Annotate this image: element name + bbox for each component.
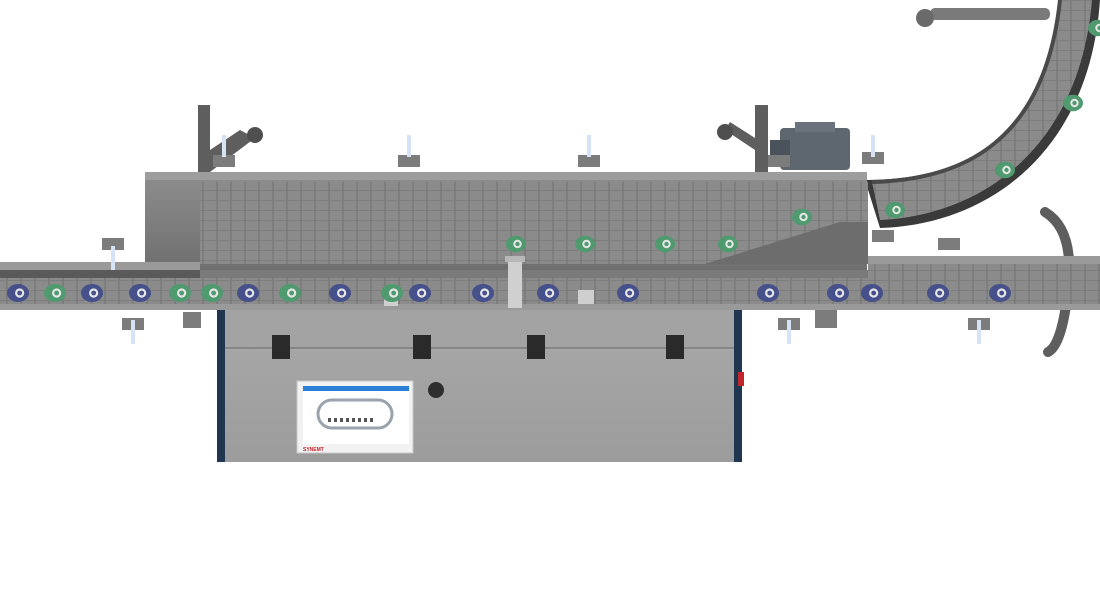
green-bottle — [506, 235, 526, 253]
red-indicator — [738, 372, 744, 386]
upper-conveyor-frame — [145, 172, 868, 272]
hmi-brand-label: SYNEMT — [303, 447, 324, 453]
blue-bottle — [617, 283, 639, 303]
upper-bottle-row — [506, 201, 905, 253]
green-bottle — [885, 201, 905, 219]
lower-bottle-row — [7, 283, 1011, 303]
green-bottle — [381, 283, 403, 303]
green-bottle — [718, 235, 738, 253]
blue-bottle — [827, 283, 849, 303]
lower-clamps — [102, 230, 990, 344]
blue-bottle — [81, 283, 103, 303]
blue-bottle — [129, 283, 151, 303]
green-bottle — [792, 208, 812, 226]
green-bottle — [1063, 94, 1083, 112]
green-bottle — [575, 235, 595, 253]
cabinet-latches — [272, 335, 684, 359]
top-clamps — [213, 135, 884, 167]
upper-handles — [198, 105, 768, 172]
emergency-knob[interactable] — [428, 382, 444, 398]
blue-bottle — [989, 283, 1011, 303]
curve-bottle-row — [995, 19, 1100, 179]
guide-arm-knob — [916, 9, 934, 27]
green-bottle — [995, 161, 1015, 179]
hmi-panel[interactable]: SYNEMT — [296, 380, 414, 454]
blue-bottle — [861, 283, 883, 303]
guide-arm-top — [930, 8, 1050, 20]
green-bottle — [1088, 19, 1100, 37]
blue-bottle — [409, 283, 431, 303]
green-bottle — [655, 235, 675, 253]
green-bottle — [279, 283, 301, 303]
green-bottle — [169, 283, 191, 303]
blue-bottle — [537, 283, 559, 303]
blue-bottle — [329, 283, 351, 303]
blue-bottle — [757, 283, 779, 303]
control-cabinet — [217, 310, 744, 462]
blue-bottle — [7, 283, 29, 303]
blue-bottle — [237, 283, 259, 303]
blue-bottle — [927, 283, 949, 303]
curved-conveyor — [865, 0, 1100, 228]
green-bottle — [44, 283, 66, 303]
blue-bottle — [472, 283, 494, 303]
green-bottle — [201, 283, 223, 303]
